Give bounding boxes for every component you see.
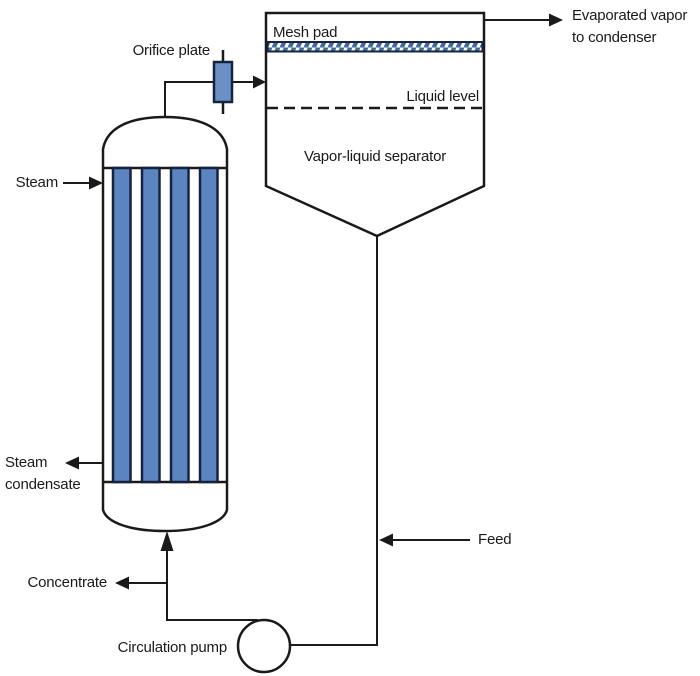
steam-arrow	[89, 176, 103, 190]
evaporated-vapor-label-line2: to condenser	[572, 29, 657, 46]
feed-label: Feed	[478, 531, 512, 548]
steam-condensate-label: Steam condensate	[5, 452, 81, 496]
steam-condensate-label-line1: Steam	[5, 454, 48, 471]
riser-pipe	[164, 81, 254, 118]
steam-label: Steam	[15, 174, 59, 191]
downcomer-pipe	[289, 236, 378, 646]
separator-vessel	[264, 11, 486, 238]
evaporated-vapor-label: Evaporated vapor to condenser	[572, 5, 687, 49]
mesh-pad-label: Mesh pad	[273, 24, 338, 41]
calandria-shell	[101, 115, 229, 533]
feed-arrow	[379, 533, 393, 547]
circulation-pump	[236, 618, 292, 674]
pump-discharge-pipe	[166, 551, 258, 621]
into-calandria-arrow	[160, 531, 174, 551]
vapor-liquid-separator-label: Vapor-liquid separator	[303, 148, 447, 165]
mesh-pad	[266, 41, 484, 53]
heating-tube	[140, 166, 161, 484]
heating-tubes	[111, 166, 219, 484]
heating-tube	[111, 166, 132, 484]
circulation-pump-label: Circulation pump	[117, 639, 228, 656]
heating-tube	[169, 166, 190, 484]
concentrate-arrow	[115, 576, 129, 590]
heating-tube	[198, 166, 219, 484]
liquid-level-label: Liquid level	[406, 88, 479, 105]
vapor-outlet-arrow	[549, 13, 563, 27]
evaporated-vapor-label-line1: Evaporated vapor	[572, 7, 688, 24]
steam-condensate-label-line2: condensate	[5, 476, 81, 493]
orifice-plate-label: Orifice plate	[132, 42, 211, 59]
concentrate-label: Concentrate	[27, 574, 107, 591]
riser-into-separator-arrow	[253, 75, 266, 89]
orifice-plate	[212, 60, 234, 104]
condensate-arrow	[65, 456, 79, 470]
